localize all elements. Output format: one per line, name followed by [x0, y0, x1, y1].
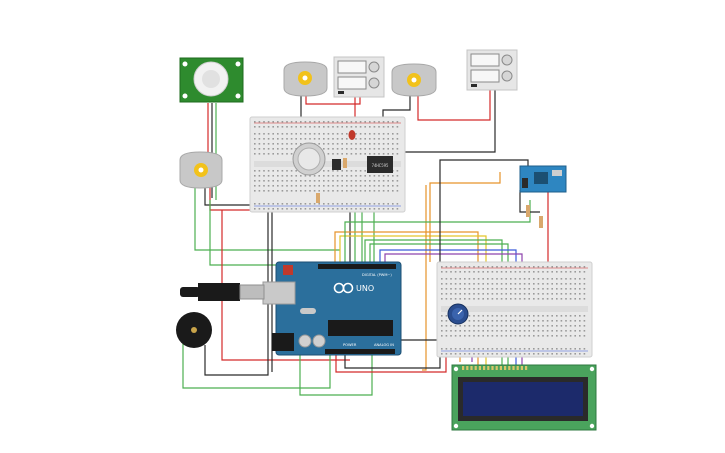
- power-supply-left: [333, 56, 385, 98]
- arduino-uno: UNO DIGITAL (PWM~) POWER ANALOG IN: [262, 261, 402, 356]
- servo-motor-top-left: [283, 61, 328, 97]
- resistor: [526, 205, 543, 228]
- piezo-buzzer: [176, 312, 212, 348]
- transistor: [332, 159, 341, 170]
- wire-red: [417, 88, 491, 121]
- wire-red: [305, 95, 361, 105]
- wire-black: [405, 88, 496, 153]
- breadboard-right: [436, 261, 593, 358]
- arduino-logo-text: UNO: [356, 284, 374, 293]
- svg-text:74HC595: 74HC595: [372, 163, 389, 168]
- lcd-16x2: [451, 364, 597, 431]
- resistor: [316, 158, 347, 203]
- arduino-logo-icon: [333, 282, 354, 294]
- wire-black: [519, 190, 540, 213]
- pir-sensor: [179, 57, 244, 103]
- led-red: [348, 130, 356, 140]
- digital-header-label: DIGITAL (PWM~): [362, 273, 392, 277]
- wifi-module: [519, 165, 567, 193]
- ic-chip: 74HC595: [367, 156, 393, 173]
- power-supply-right: [466, 49, 518, 91]
- wire-red: [221, 210, 350, 361]
- potentiometer: [447, 303, 469, 325]
- breadboard-top: [249, 116, 406, 213]
- gas-sensor: [292, 142, 326, 176]
- servo-motor-top-right: [391, 63, 437, 97]
- analog-header-label: ANALOG IN: [374, 343, 394, 347]
- usb-cable: [180, 283, 265, 301]
- wire-orange: [422, 185, 427, 371]
- wire-green: [194, 185, 340, 251]
- power-header-label: POWER: [343, 343, 357, 347]
- servo-motor-left: [179, 151, 223, 189]
- wire-green: [182, 335, 331, 389]
